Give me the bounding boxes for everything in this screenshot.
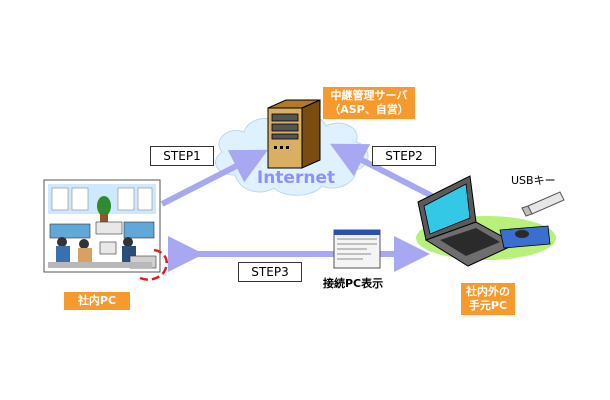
office-pc-highlight (139, 248, 168, 281)
connection-window-label: 接続PC表示 (323, 277, 384, 290)
internet-label: Internet (257, 168, 335, 188)
server-icon (267, 99, 321, 169)
laptop-pc-icon (416, 175, 556, 267)
usb-key-label: USBキー (511, 174, 556, 187)
office-pc-label: 社内PC (64, 292, 130, 310)
usb-key-icon (521, 191, 565, 217)
arrow-step2 (329, 143, 434, 199)
server-label-line1: 中継管理サーバ (330, 89, 408, 102)
server-label: 中継管理サーバ （ASP、自営） (323, 87, 415, 119)
step2-label: STEP2 (372, 146, 436, 166)
remote-pc-label-line1: 社内外の (466, 285, 510, 298)
step1-label: STEP1 (150, 146, 214, 166)
remote-pc-label: 社内外の 手元PC (461, 283, 515, 315)
office-scene-illustration (43, 179, 161, 273)
remote-pc-label-line2: 手元PC (468, 299, 508, 312)
arrow-step1 (160, 149, 269, 207)
window-screenshot-icon (333, 229, 381, 269)
step3-label: STEP3 (238, 262, 302, 282)
server-label-line2: （ASP、自営） (329, 103, 409, 116)
